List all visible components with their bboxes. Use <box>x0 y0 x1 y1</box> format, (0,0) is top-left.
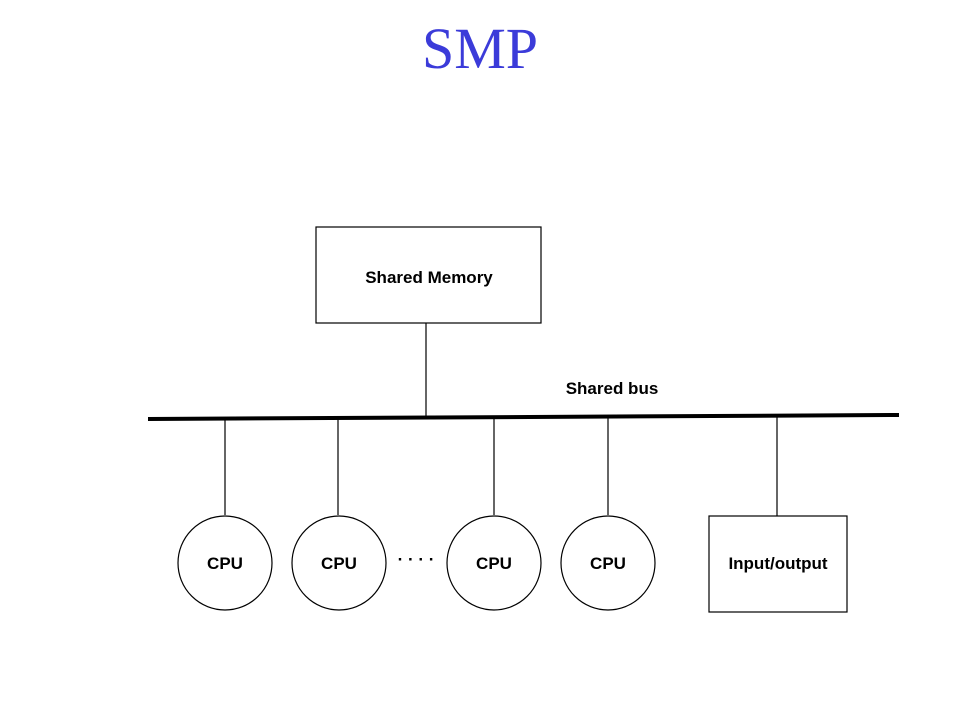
shared-bus-label: Shared bus <box>566 379 659 398</box>
cpu-node-1: CPU <box>177 515 273 611</box>
shared-memory-box <box>315 226 542 324</box>
cpu-node-2: CPU <box>291 515 387 611</box>
ellipsis-dots: · · · · <box>398 550 435 569</box>
cpu-label: CPU <box>207 554 243 573</box>
cpu-node-3: CPU <box>446 515 542 611</box>
shared-bus-line <box>147 413 900 421</box>
shared-memory-label: Shared Memory <box>365 268 493 287</box>
io-block: Input/output <box>708 515 848 613</box>
cpu-node-4: CPU <box>560 515 656 611</box>
shared-memory-block: Shared Memory <box>315 226 542 324</box>
cpu-circle <box>177 515 273 611</box>
io-label: Input/output <box>728 554 827 573</box>
cpu-circle <box>560 515 656 611</box>
slide-title: SMP <box>421 16 539 81</box>
cpu-circle <box>446 515 542 611</box>
cpu-circle <box>291 515 387 611</box>
cpu-label: CPU <box>590 554 626 573</box>
cpu-label: CPU <box>321 554 357 573</box>
io-box <box>708 515 848 613</box>
cpu-label: CPU <box>476 554 512 573</box>
